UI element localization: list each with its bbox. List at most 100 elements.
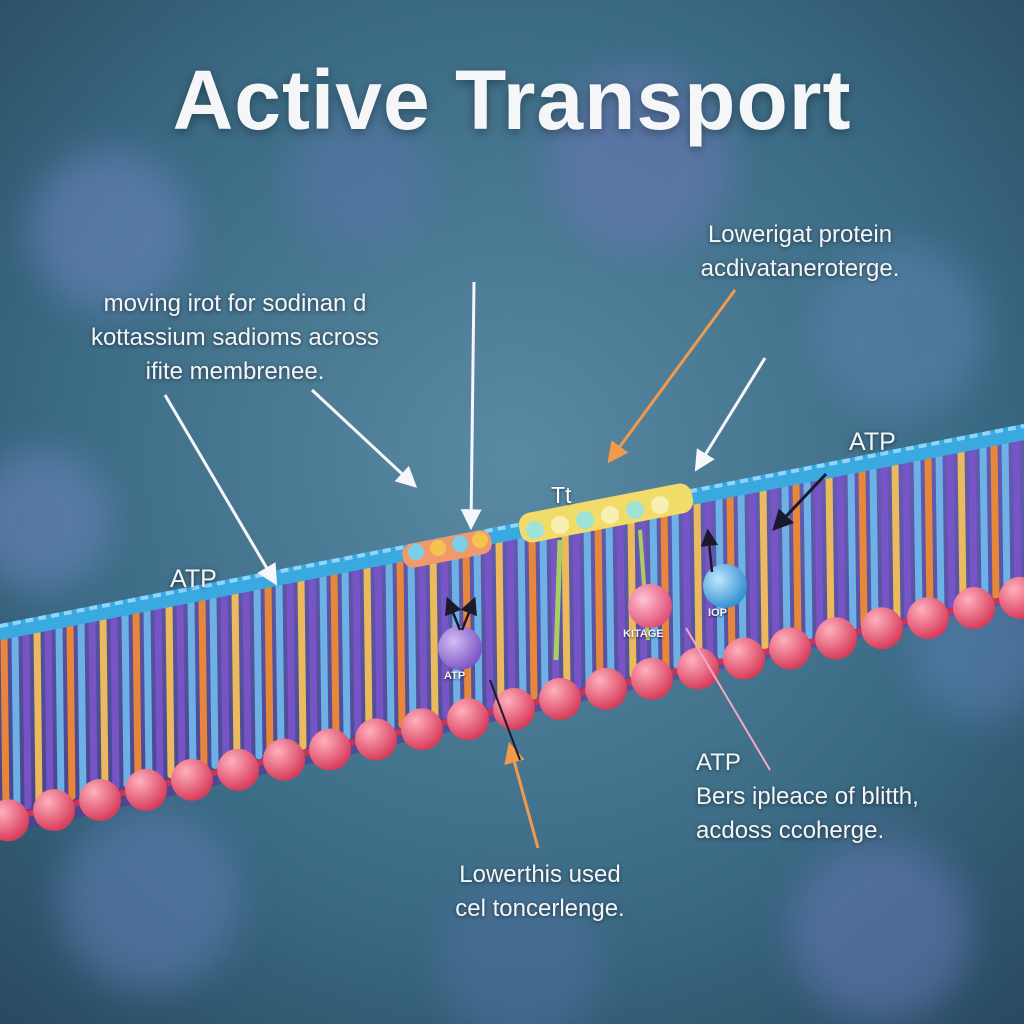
phospholipid-head bbox=[309, 728, 351, 771]
phospholipid-head bbox=[539, 677, 581, 720]
label-left-line-2: kottassium sadioms across bbox=[90, 324, 380, 351]
lipid-tail bbox=[176, 599, 186, 777]
lipid-tail bbox=[33, 627, 43, 808]
label-bottom-center-line-1: Lowerthis used bbox=[459, 861, 621, 888]
arrow-white-to-protein bbox=[694, 357, 767, 472]
phospholipid-head bbox=[585, 667, 627, 710]
phospholipid-head bbox=[907, 597, 949, 640]
lipid-tail bbox=[495, 537, 505, 707]
label-bottom-right-line-1: Bers ipleace of blitth, bbox=[696, 783, 919, 810]
lipid-tail bbox=[572, 522, 582, 691]
phospholipid-head bbox=[125, 768, 167, 811]
tt-label: Tt bbox=[551, 482, 572, 508]
lipid-tail bbox=[308, 573, 318, 748]
phospholipid-head bbox=[861, 607, 903, 650]
atp-label-right: ATP bbox=[849, 428, 896, 456]
protein-channel-left bbox=[402, 530, 492, 568]
phospholipid-head bbox=[999, 576, 1024, 619]
lipid-tail bbox=[902, 457, 912, 619]
label-left: moving irot for sodinan d kottassium sad… bbox=[40, 287, 430, 389]
phospholipid-head bbox=[493, 688, 535, 731]
lipid-tail bbox=[693, 498, 703, 664]
arrow-particle-up-b bbox=[460, 596, 477, 631]
lipid-tail bbox=[209, 592, 219, 769]
lipid-tail bbox=[341, 567, 351, 741]
lipid-tail bbox=[979, 442, 989, 602]
phospholipid-head bbox=[953, 586, 995, 629]
phospholipid-head bbox=[355, 718, 397, 761]
label-bottom-center-line-2: cel toncerlenge. bbox=[455, 895, 625, 922]
arrow-orange-to-protein bbox=[607, 289, 737, 464]
label-top-right-line-2: acdivataneroterge. bbox=[700, 255, 900, 282]
lipid-tail bbox=[110, 612, 120, 791]
lipid-tail bbox=[594, 517, 604, 686]
lipid-tail bbox=[198, 595, 208, 772]
lipid-tail bbox=[385, 558, 395, 731]
lipid-tail bbox=[671, 502, 681, 669]
lipid-tail bbox=[616, 513, 626, 681]
lipid-tail bbox=[429, 549, 439, 722]
lipid-tail bbox=[682, 500, 692, 667]
lipid-tail bbox=[748, 487, 758, 653]
lipid-tail bbox=[165, 601, 175, 779]
lipid-tail bbox=[847, 468, 857, 631]
lipid-tail bbox=[781, 481, 791, 645]
label-bottom-right: ATP Bers ipleace of blitth, acdoss ccohe… bbox=[696, 746, 1016, 848]
lipid-tail bbox=[759, 485, 769, 650]
arrow-left-label-to-channel bbox=[310, 388, 418, 488]
membrane-top-edge bbox=[0, 424, 1024, 640]
phospholipid-head bbox=[631, 657, 673, 700]
lipid-tail bbox=[55, 622, 65, 803]
phospholipid-head bbox=[217, 748, 259, 791]
lipid-tail bbox=[374, 560, 384, 734]
lipid-tail bbox=[561, 524, 571, 693]
cell-membrane bbox=[0, 424, 1024, 842]
label-top-right-line-1: Lowerigat protein bbox=[707, 221, 893, 248]
lipid-tail bbox=[825, 472, 835, 636]
arrow-vertical-to-channel bbox=[460, 281, 482, 531]
lipid-tail bbox=[946, 448, 956, 610]
lipid-tail bbox=[605, 515, 615, 684]
particle-kinase-label: KITAGE bbox=[623, 628, 664, 640]
lipid-tail bbox=[352, 564, 362, 738]
lipid-tail bbox=[1001, 438, 1011, 598]
arrow-bottom-right bbox=[685, 627, 771, 771]
lipid-tail bbox=[264, 582, 274, 757]
diagram-title: Active Transport bbox=[172, 53, 852, 147]
arrow-left-label-to-membrane bbox=[163, 394, 278, 586]
lipid-tail bbox=[0, 633, 10, 815]
label-bottom-right-atp: ATP bbox=[696, 749, 741, 776]
lipid-tail bbox=[550, 526, 560, 695]
arrow-particle-down bbox=[489, 679, 521, 761]
lipid-tail bbox=[506, 534, 516, 705]
lipid-tail bbox=[660, 504, 670, 672]
phospholipid-head bbox=[401, 708, 443, 751]
lipid-tail bbox=[11, 631, 21, 812]
arrow-bottom-center bbox=[504, 741, 540, 849]
label-left-line-3: ifite membrenee. bbox=[145, 358, 325, 385]
label-top-right: Lowerigat protein acdivataneroterge. bbox=[640, 218, 960, 286]
lipid-tail bbox=[297, 575, 307, 750]
lipid-tail bbox=[286, 577, 296, 753]
lipid-tail bbox=[396, 556, 406, 729]
label-bottom-right-line-2: acdoss ccoherge. bbox=[696, 817, 885, 844]
lipid-tail bbox=[913, 455, 923, 617]
phospholipid-heads bbox=[0, 576, 1024, 842]
membrane-top-highlight bbox=[0, 424, 1024, 628]
arrow-atp-right bbox=[772, 472, 828, 532]
lipid-tail bbox=[143, 605, 153, 784]
lipid-tail bbox=[253, 584, 263, 760]
lipid-tail bbox=[517, 532, 527, 703]
lipid-tail bbox=[990, 440, 1000, 600]
lipid-tail bbox=[792, 479, 802, 643]
lipid-tail bbox=[968, 444, 978, 605]
particle-atp-label: ATP bbox=[444, 670, 466, 682]
lipid-tail bbox=[231, 588, 241, 765]
lipid-tail bbox=[803, 476, 813, 641]
phospholipid-head bbox=[447, 698, 489, 741]
lipid-tail bbox=[242, 586, 252, 762]
lipid-tail bbox=[77, 618, 87, 798]
lipid-tail bbox=[484, 539, 494, 710]
